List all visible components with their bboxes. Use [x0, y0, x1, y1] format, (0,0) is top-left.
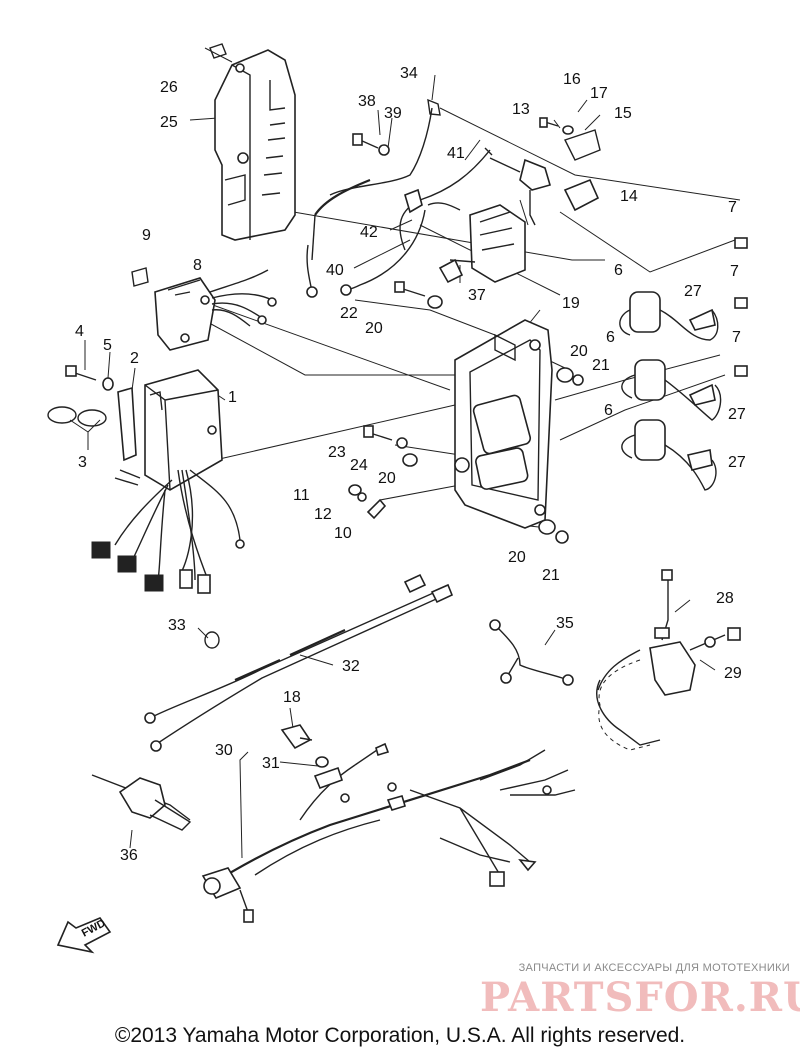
label-3: 3: [78, 454, 87, 471]
label-26: 26: [160, 79, 178, 96]
label-42: 42: [360, 224, 378, 241]
label-16: 16: [563, 71, 581, 88]
label-23: 23: [328, 444, 346, 461]
coil-middle: [621, 359, 748, 421]
label-6b: 6: [606, 329, 615, 346]
label-10: 10: [334, 525, 352, 542]
part-harness-32: [144, 573, 454, 752]
label-27b: 27: [728, 406, 746, 423]
label-30: 30: [215, 742, 233, 759]
coil-lower: [621, 419, 717, 491]
part-rectifier-37: [306, 98, 601, 298]
part-lead-35: [489, 619, 574, 686]
part-plate-19: [454, 319, 553, 529]
label-17: 17: [590, 85, 608, 102]
label-2: 2: [130, 350, 139, 367]
label-20c: 20: [378, 470, 396, 487]
label-38: 38: [358, 93, 376, 110]
label-29: 29: [724, 665, 742, 682]
label-22: 22: [340, 305, 358, 322]
label-5: 5: [103, 337, 112, 354]
part-labels: 26 25 34 38 39 13 16 17 15 41 14 7 9 42 …: [75, 65, 746, 864]
fwd-arrow-icon: FWD: [56, 917, 112, 954]
part-bracket-36: [91, 774, 192, 831]
hardware-small: [348, 281, 584, 544]
label-20d: 20: [508, 549, 526, 566]
label-14: 14: [620, 188, 638, 205]
label-33: 33: [168, 617, 186, 634]
label-35: 35: [556, 615, 574, 632]
label-8: 8: [193, 257, 202, 274]
label-37: 37: [468, 287, 486, 304]
part-cdi-unit-1: [47, 365, 245, 594]
part-regulator-8: [131, 267, 277, 351]
coil-upper: [619, 237, 748, 341]
part-main-harness-30: [201, 742, 576, 923]
label-36: 36: [120, 847, 138, 864]
label-27c: 27: [728, 454, 746, 471]
label-15: 15: [614, 105, 632, 122]
label-7b: 7: [730, 263, 739, 280]
label-12: 12: [314, 506, 332, 523]
label-13: 13: [512, 101, 530, 118]
label-7a: 7: [728, 199, 737, 216]
label-21a: 21: [592, 357, 610, 374]
label-21b: 21: [542, 567, 560, 584]
label-11: 11: [293, 487, 310, 504]
label-27a: 27: [684, 283, 702, 300]
label-9: 9: [142, 227, 151, 244]
label-28: 28: [716, 590, 734, 607]
label-32: 32: [342, 658, 360, 675]
watermark-tagline: ЗАПЧАСТИ И АКСЕССУАРЫ ДЛЯ МОТОТЕХНИКИ: [518, 962, 790, 974]
label-39: 39: [384, 105, 402, 122]
label-20a: 20: [365, 320, 383, 337]
label-4: 4: [75, 323, 84, 340]
label-31: 31: [262, 755, 280, 772]
label-40: 40: [326, 262, 344, 279]
label-41: 41: [447, 145, 465, 162]
label-20b: 20: [570, 343, 588, 360]
label-34: 34: [400, 65, 418, 82]
part-ignition-coils: [619, 237, 748, 491]
label-7c: 7: [732, 329, 741, 346]
part-clamp-18: [280, 724, 313, 750]
label-24: 24: [350, 457, 368, 474]
part-sensor-28: [596, 569, 741, 746]
part-cover-25: [209, 43, 296, 241]
label-6a: 6: [614, 262, 623, 279]
label-1: 1: [228, 389, 237, 406]
label-18: 18: [283, 689, 301, 706]
label-6c: 6: [604, 402, 613, 419]
engine-outline: [598, 659, 651, 751]
label-19: 19: [562, 295, 580, 312]
copyright-footer: ©2013 Yamaha Motor Corporation, U.S.A. A…: [114, 1024, 686, 1047]
label-25: 25: [160, 114, 178, 131]
watermark-logo: PARTSFOR.RU: [480, 974, 800, 1021]
